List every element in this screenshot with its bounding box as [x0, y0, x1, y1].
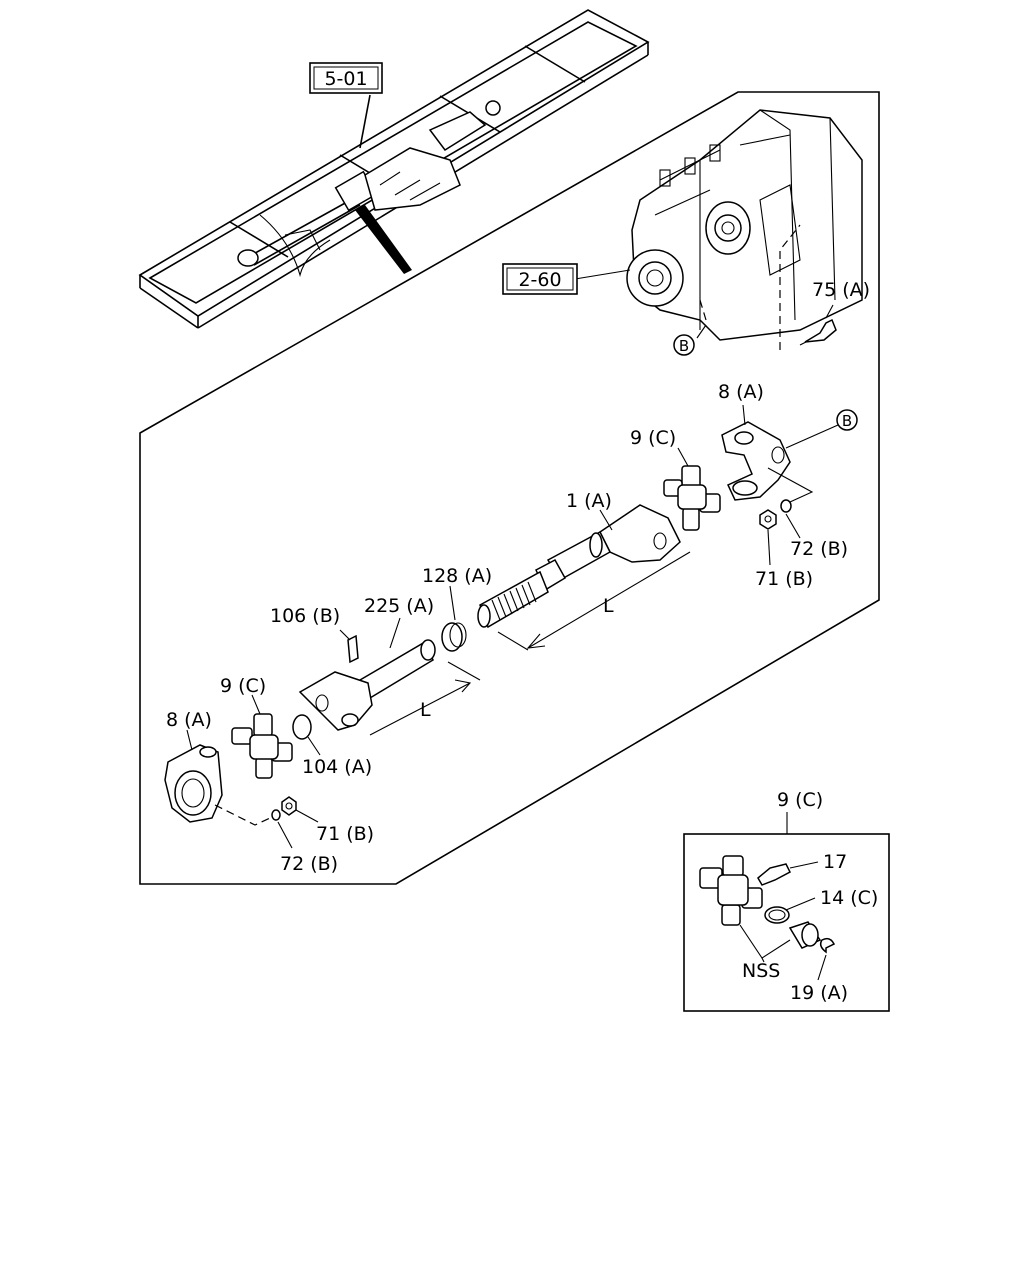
label-tube: 225 (A): [364, 595, 434, 617]
plug-part: [292, 714, 321, 756]
label-washer-bottom: 72 (B): [280, 853, 338, 875]
truck-frame-illustration: [138, 9, 650, 329]
label-shaft: 1 (A): [566, 490, 612, 512]
label-bolt: 75 (A): [812, 279, 870, 301]
label-yoke-top: 8 (A): [718, 381, 764, 403]
yoke-bottom-part: [164, 729, 271, 826]
label-ring: 128 (A): [422, 565, 492, 587]
ref-box-transmission[interactable]: 2-60: [502, 263, 631, 295]
ref-label-frame: 5-01: [324, 68, 367, 90]
circle-ref-letter: B: [679, 337, 689, 355]
inset-label-seal: 14 (C): [820, 887, 878, 909]
circle-ref-b-yoke: B: [785, 409, 858, 449]
label-joint-top: 9 (C): [630, 427, 676, 449]
inset-label-snap-ring: 19 (A): [790, 982, 848, 1004]
ref-label-transmission: 2-60: [518, 269, 561, 291]
ref-box-frame[interactable]: 5-01: [309, 62, 383, 94]
nut-washer-bottom: [271, 796, 319, 849]
circle-ref-letter: B: [842, 412, 852, 430]
universal-joint-top: [663, 447, 721, 531]
circle-ref-b-transmission: B: [673, 334, 695, 356]
slip-shaft-part: [477, 504, 691, 651]
label-yoke-bottom: 8 (A): [166, 709, 212, 731]
label-plug: 104 (A): [302, 756, 372, 778]
nut-washer-top: [759, 499, 801, 566]
label-length-bottom: L: [420, 699, 431, 721]
inset-label-grease-nipple: 17: [823, 851, 847, 873]
label-nut-bottom: 71 (B): [316, 823, 374, 845]
inset-label-nss: NSS: [742, 960, 780, 982]
assembly-boundary: [139, 91, 880, 885]
inset-joint-detail: [683, 812, 890, 1012]
label-fitting: 106 (B): [270, 605, 340, 627]
label-nut-top: 71 (B): [755, 568, 813, 590]
yoke-top-part: [721, 404, 814, 503]
label-washer-top: 72 (B): [790, 538, 848, 560]
label-length-top: L: [603, 595, 614, 617]
universal-joint-bottom: [231, 694, 293, 779]
label-joint-bottom: 9 (C): [220, 675, 266, 697]
transmission-illustration: [626, 109, 863, 350]
seal-ring-part: [441, 585, 467, 652]
tube-yoke-part: [298, 617, 481, 736]
bolt-part: [799, 304, 837, 346]
inset-title: 9 (C): [777, 789, 823, 811]
